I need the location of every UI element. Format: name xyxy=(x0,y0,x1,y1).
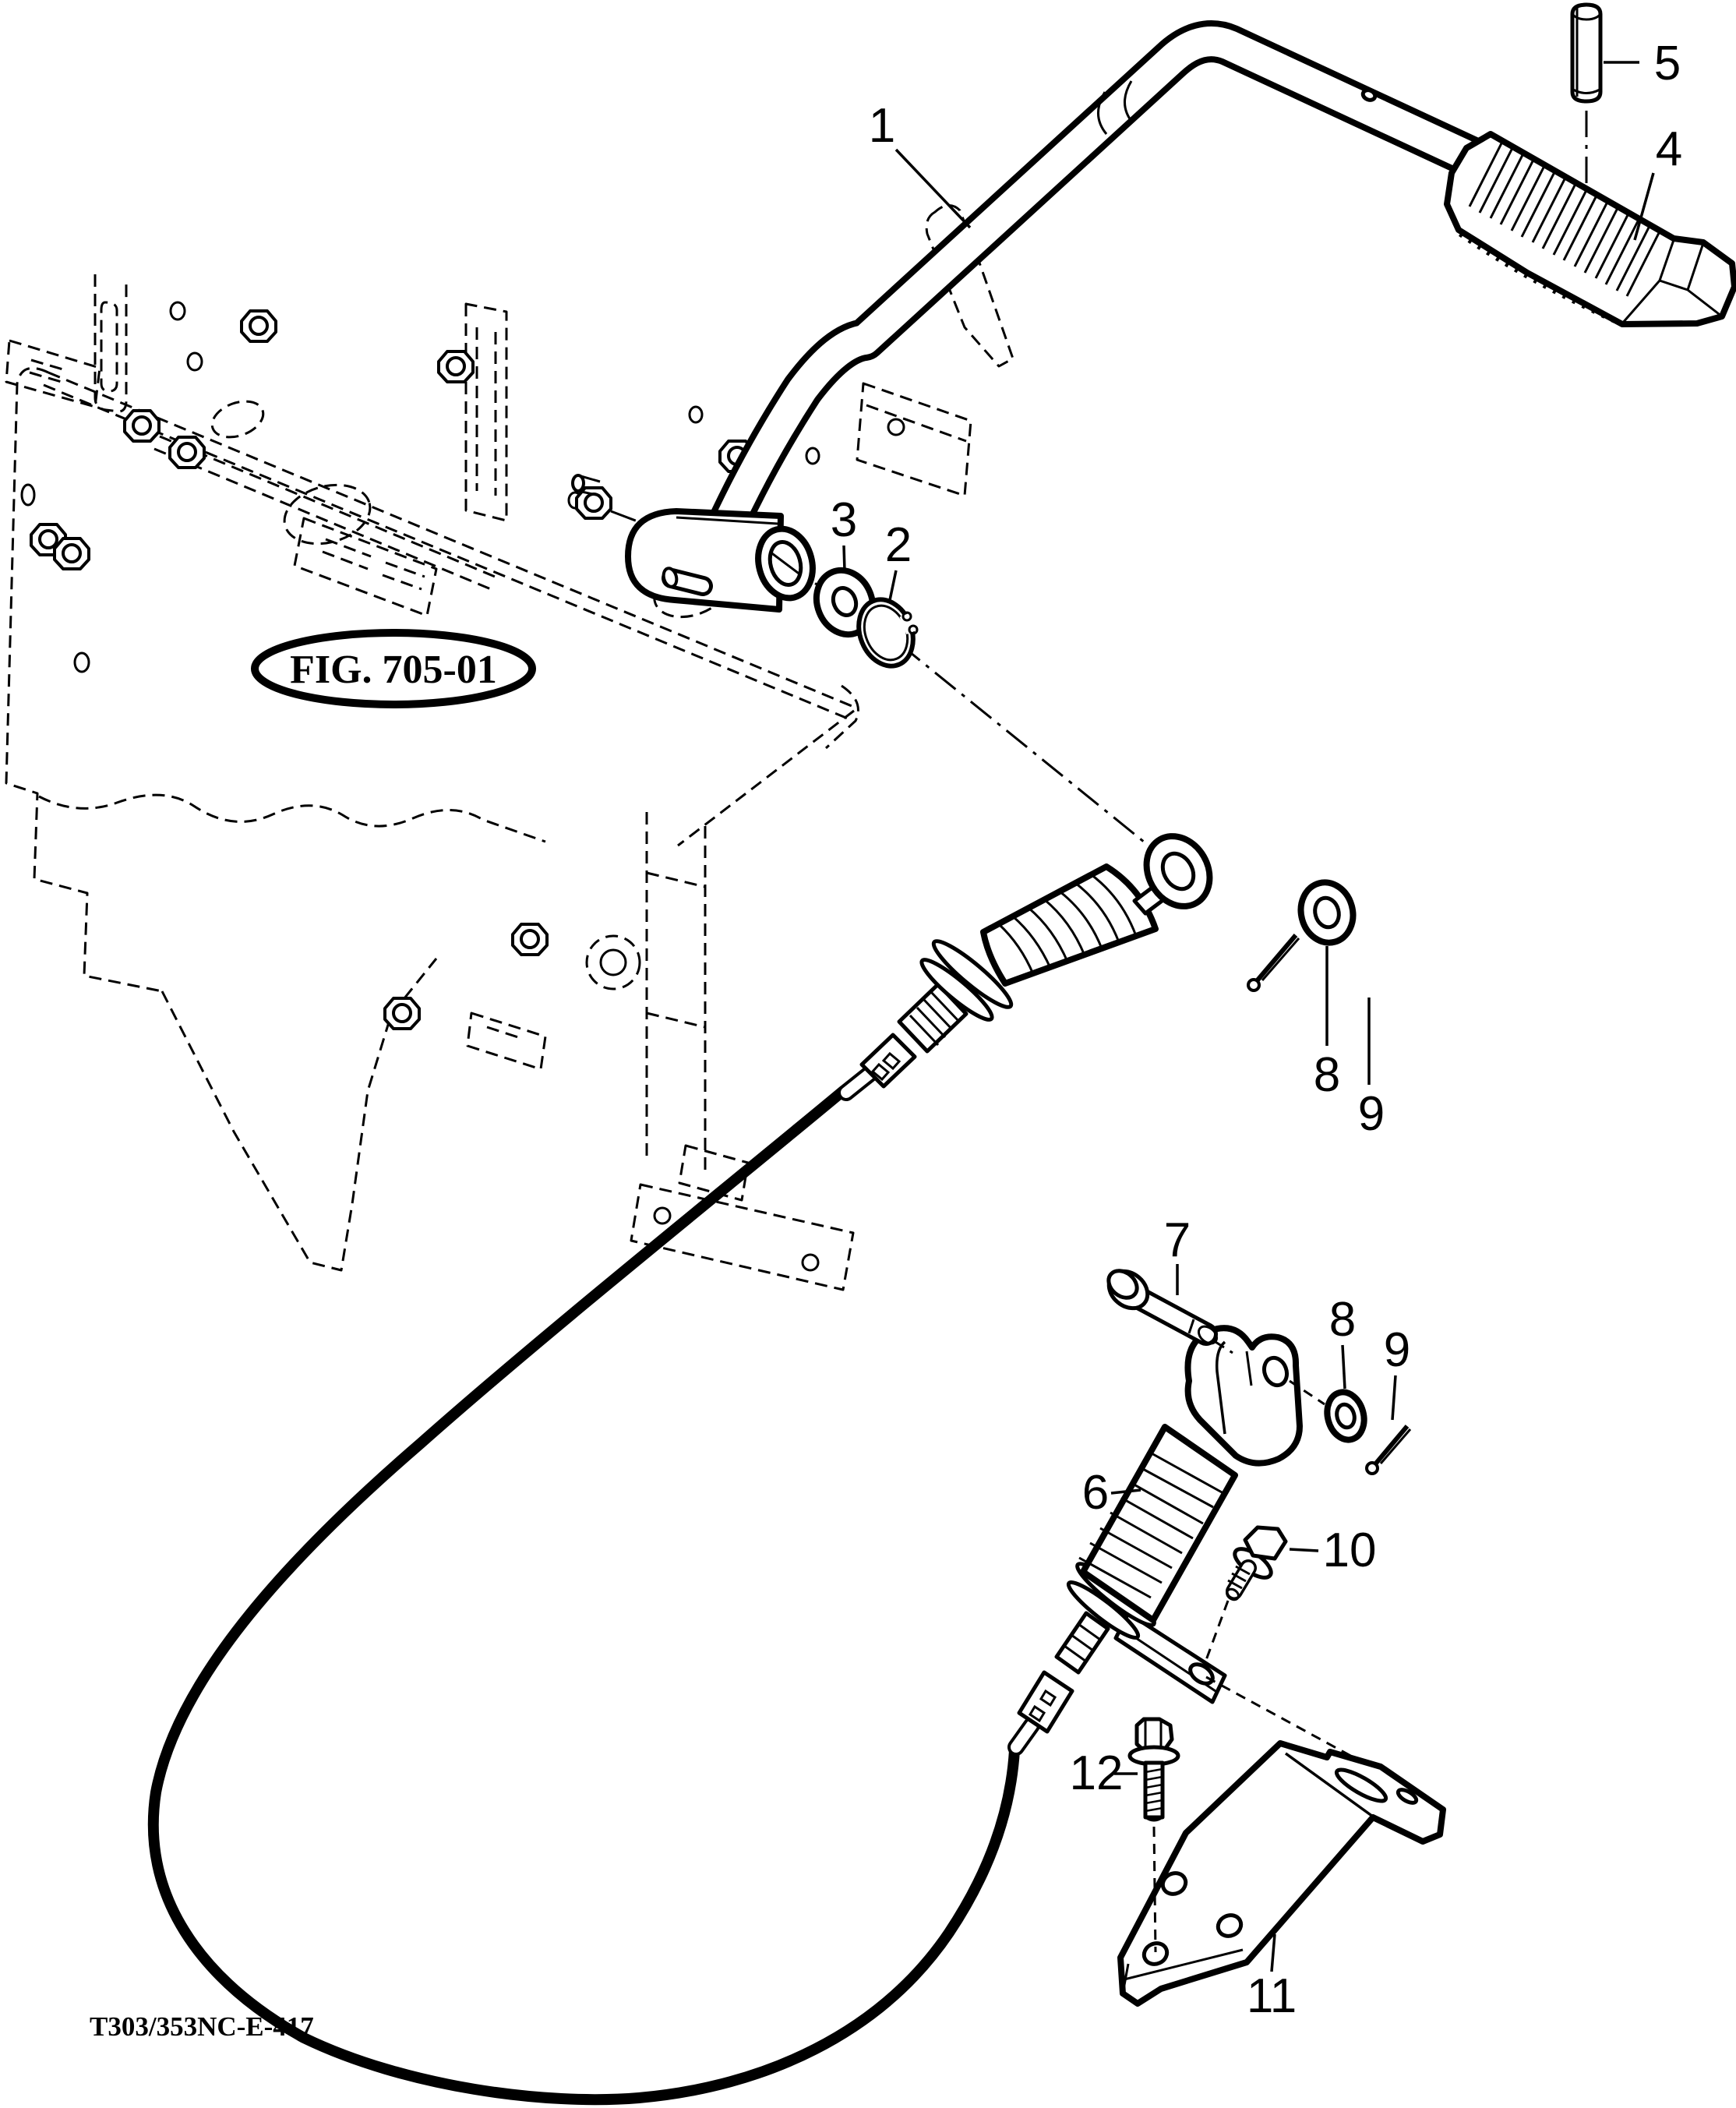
callout-9-lower: 9 xyxy=(1384,1323,1410,1377)
bolt-10 xyxy=(1226,1525,1288,1601)
callout-11: 11 xyxy=(1247,1969,1297,2023)
bolt-12 xyxy=(1127,1717,1180,1953)
lever-pivot-hub xyxy=(625,508,816,613)
callout-5: 5 xyxy=(1654,37,1681,90)
hand-lever xyxy=(625,20,1492,613)
clevis-fork xyxy=(1184,1325,1303,1467)
clevis-pin-7 xyxy=(1106,1269,1219,1346)
upper-flange-disc xyxy=(931,939,1014,1009)
lower-cable-assembly xyxy=(1007,1269,1412,1764)
spring-coils xyxy=(1078,1452,1224,1599)
callout-1: 1 xyxy=(869,99,895,153)
callout-leaders xyxy=(842,61,1655,1972)
upper-flange-disc-2 xyxy=(919,958,994,1022)
circlip-2 xyxy=(856,597,926,669)
callout-12: 12 xyxy=(1070,1746,1124,1800)
lever-hole xyxy=(1360,88,1378,102)
callout-7: 7 xyxy=(1164,1213,1191,1267)
handle-grip xyxy=(1444,131,1736,327)
lower-flange-disc-2 xyxy=(1066,1580,1141,1640)
roll-pin-5 xyxy=(1570,2,1603,104)
cotter-pin-lower xyxy=(1365,1425,1412,1475)
figure-reference-label: FIG. 705-01 xyxy=(290,648,497,692)
grip-ribs xyxy=(1468,141,1661,297)
callout-6: 6 xyxy=(1082,1466,1109,1520)
callout-9-upper: 9 xyxy=(1358,1087,1385,1141)
document-code: T303/353NC-E-417 xyxy=(90,2011,314,2042)
callout-numbers: 1 5 4 3 2 8 9 7 8 9 6 10 12 11 xyxy=(831,37,1682,2023)
cotter-pin-upper xyxy=(1247,934,1300,992)
machine-frame-dashed xyxy=(5,204,1014,1291)
callout-10: 10 xyxy=(1323,1524,1377,1577)
spring-boot-6 xyxy=(1080,1424,1238,1623)
callout-3: 3 xyxy=(831,493,857,547)
callout-4: 4 xyxy=(1656,122,1682,176)
upper-cable-assembly xyxy=(838,833,1357,1101)
control-cable xyxy=(147,1086,1020,2106)
frame-pivot-stub xyxy=(571,474,585,493)
mounting-bracket-11 xyxy=(1117,1740,1446,2007)
callout-8-lower: 8 xyxy=(1329,1293,1356,1347)
figure-reference-bubble: FIG. 705-01 xyxy=(251,629,536,708)
callout-2: 2 xyxy=(885,518,912,572)
callout-8-upper: 8 xyxy=(1314,1048,1340,1102)
